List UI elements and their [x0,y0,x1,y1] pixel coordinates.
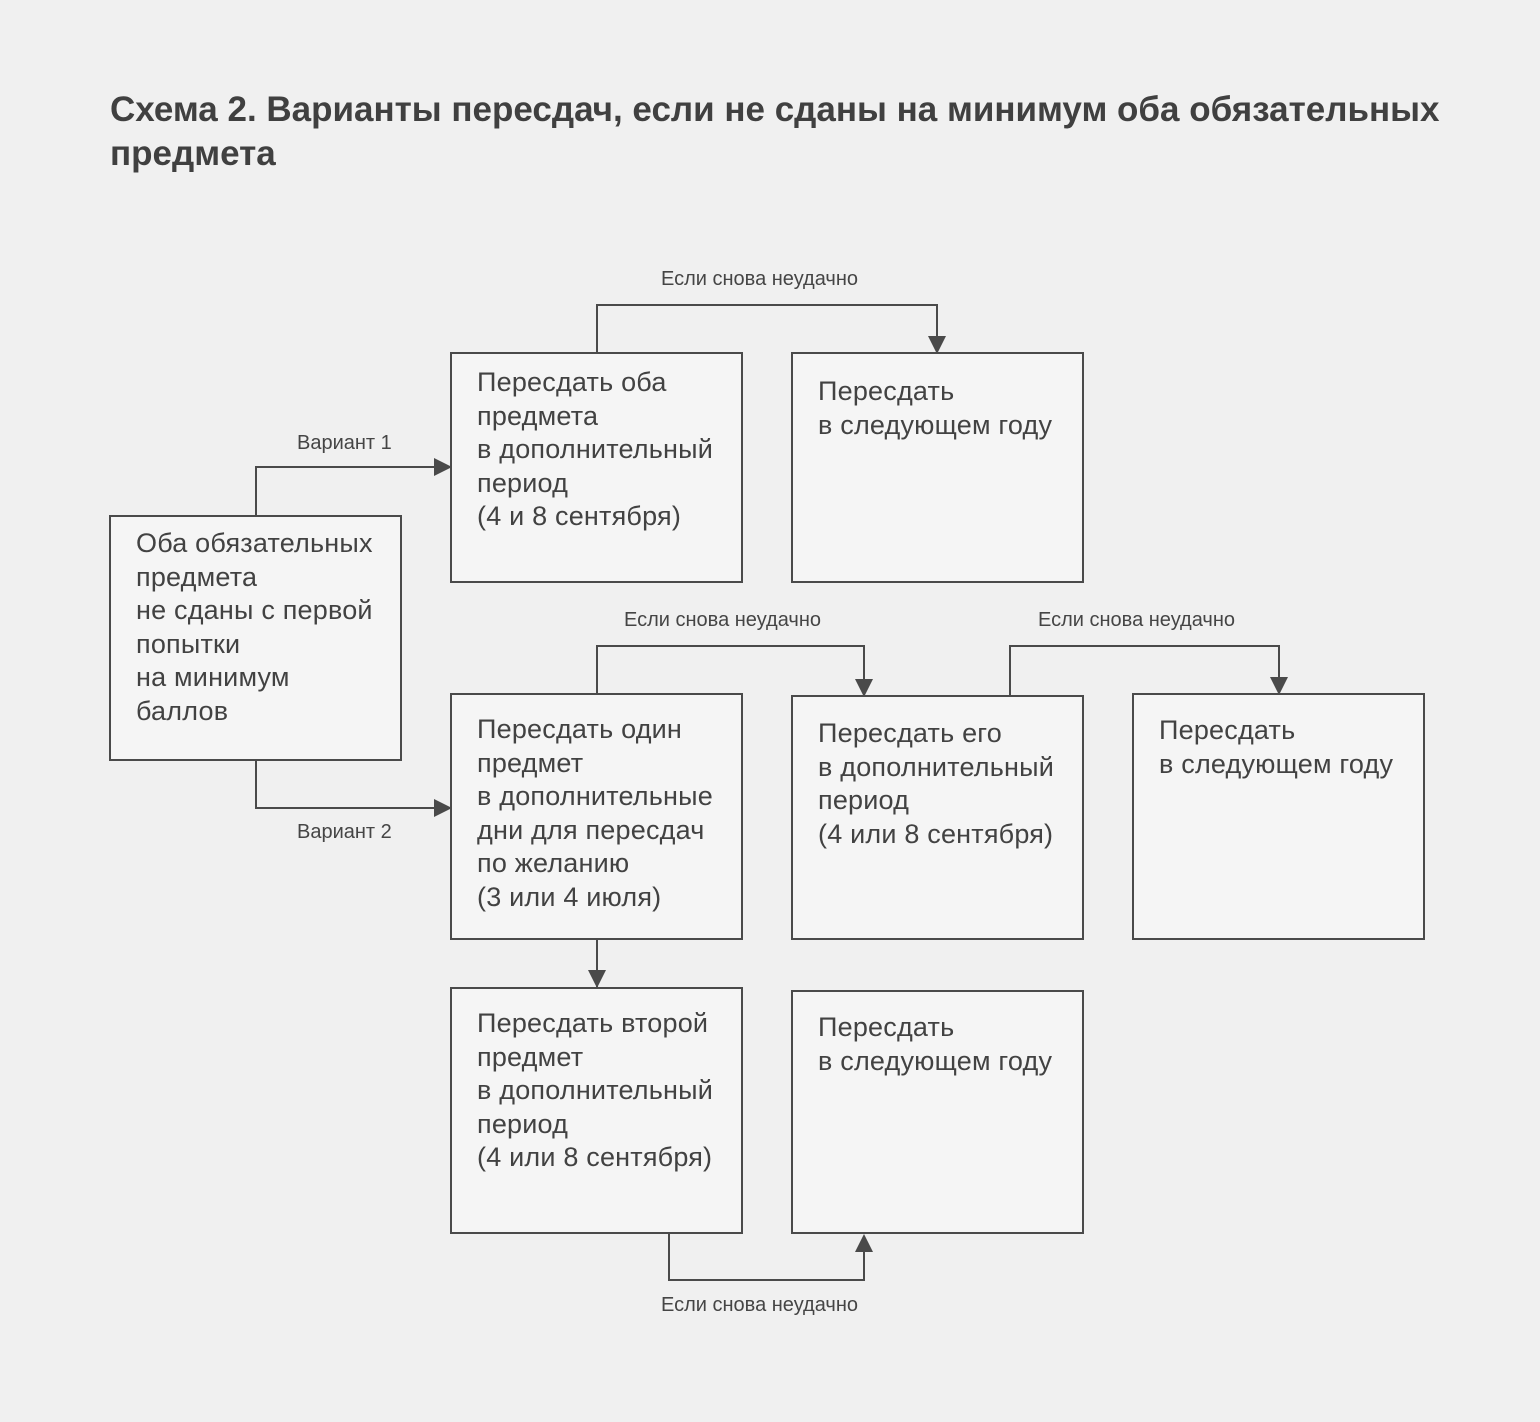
start-node: Оба обязательных предмета не сданы с пер… [109,515,402,761]
arrow-again-top [596,304,938,352]
variant2-it-next-year-node: Пересдать в следующем году [1132,693,1425,940]
edge-label-again-mid-right: Если снова неудачно [1038,609,1235,631]
arrow-variant2 [255,760,450,809]
arrowhead-variant1 [434,458,452,476]
edge-label-again-top: Если снова неудачно [661,268,858,290]
variant2-retake-one-text: Пересдать один предмет в дополнительные … [477,714,713,912]
variant2-retake-one-node: Пересдать один предмет в дополнительные … [450,693,743,940]
variant2-second-next-year-text: Пересдать в следующем году [818,1012,1053,1076]
variant1-next-year-node: Пересдать в следующем году [791,352,1084,583]
variant2-retake-it-extra-text: Пересдать его в дополнительный период (4… [818,718,1055,849]
variant2-it-next-year-text: Пересдать в следующем году [1159,715,1394,779]
arrowhead-again-bottom [855,1234,873,1252]
start-node-text: Оба обязательных предмета не сданы с пер… [136,528,373,726]
variant2-retake-second-node: Пересдать второй предмет в дополнительны… [450,987,743,1234]
edge-label-variant1: Вариант 1 [297,432,392,454]
variant1-retake-both-text: Пересдать оба предмета в дополнительный … [477,367,714,531]
edge-label-again-bottom: Если снова неудачно [661,1294,858,1316]
variant2-retake-it-extra-node: Пересдать его в дополнительный период (4… [791,695,1084,940]
edge-label-variant2: Вариант 2 [297,821,392,843]
variant1-retake-both-node: Пересдать оба предмета в дополнительный … [450,352,743,583]
arrowhead-variant2 [434,799,452,817]
arrowhead-again-mid-left [855,679,873,697]
variant2-retake-second-text: Пересдать второй предмет в дополнительны… [477,1008,714,1172]
arrow-again-mid-right [1009,645,1280,695]
arrowhead-down-second [588,970,606,988]
edge-label-again-mid-left: Если снова неудачно [624,609,821,631]
variant2-second-next-year-node: Пересдать в следующем году [791,990,1084,1234]
variant1-next-year-text: Пересдать в следующем году [818,376,1053,440]
arrow-again-mid-left [596,645,865,695]
diagram-title: Схема 2. Варианты пересдач, если не сдан… [110,90,1440,173]
arrowhead-again-top [928,336,946,354]
arrow-variant1 [255,466,450,516]
arrow-again-bottom [668,1233,865,1281]
arrowhead-again-mid-right [1270,677,1288,695]
